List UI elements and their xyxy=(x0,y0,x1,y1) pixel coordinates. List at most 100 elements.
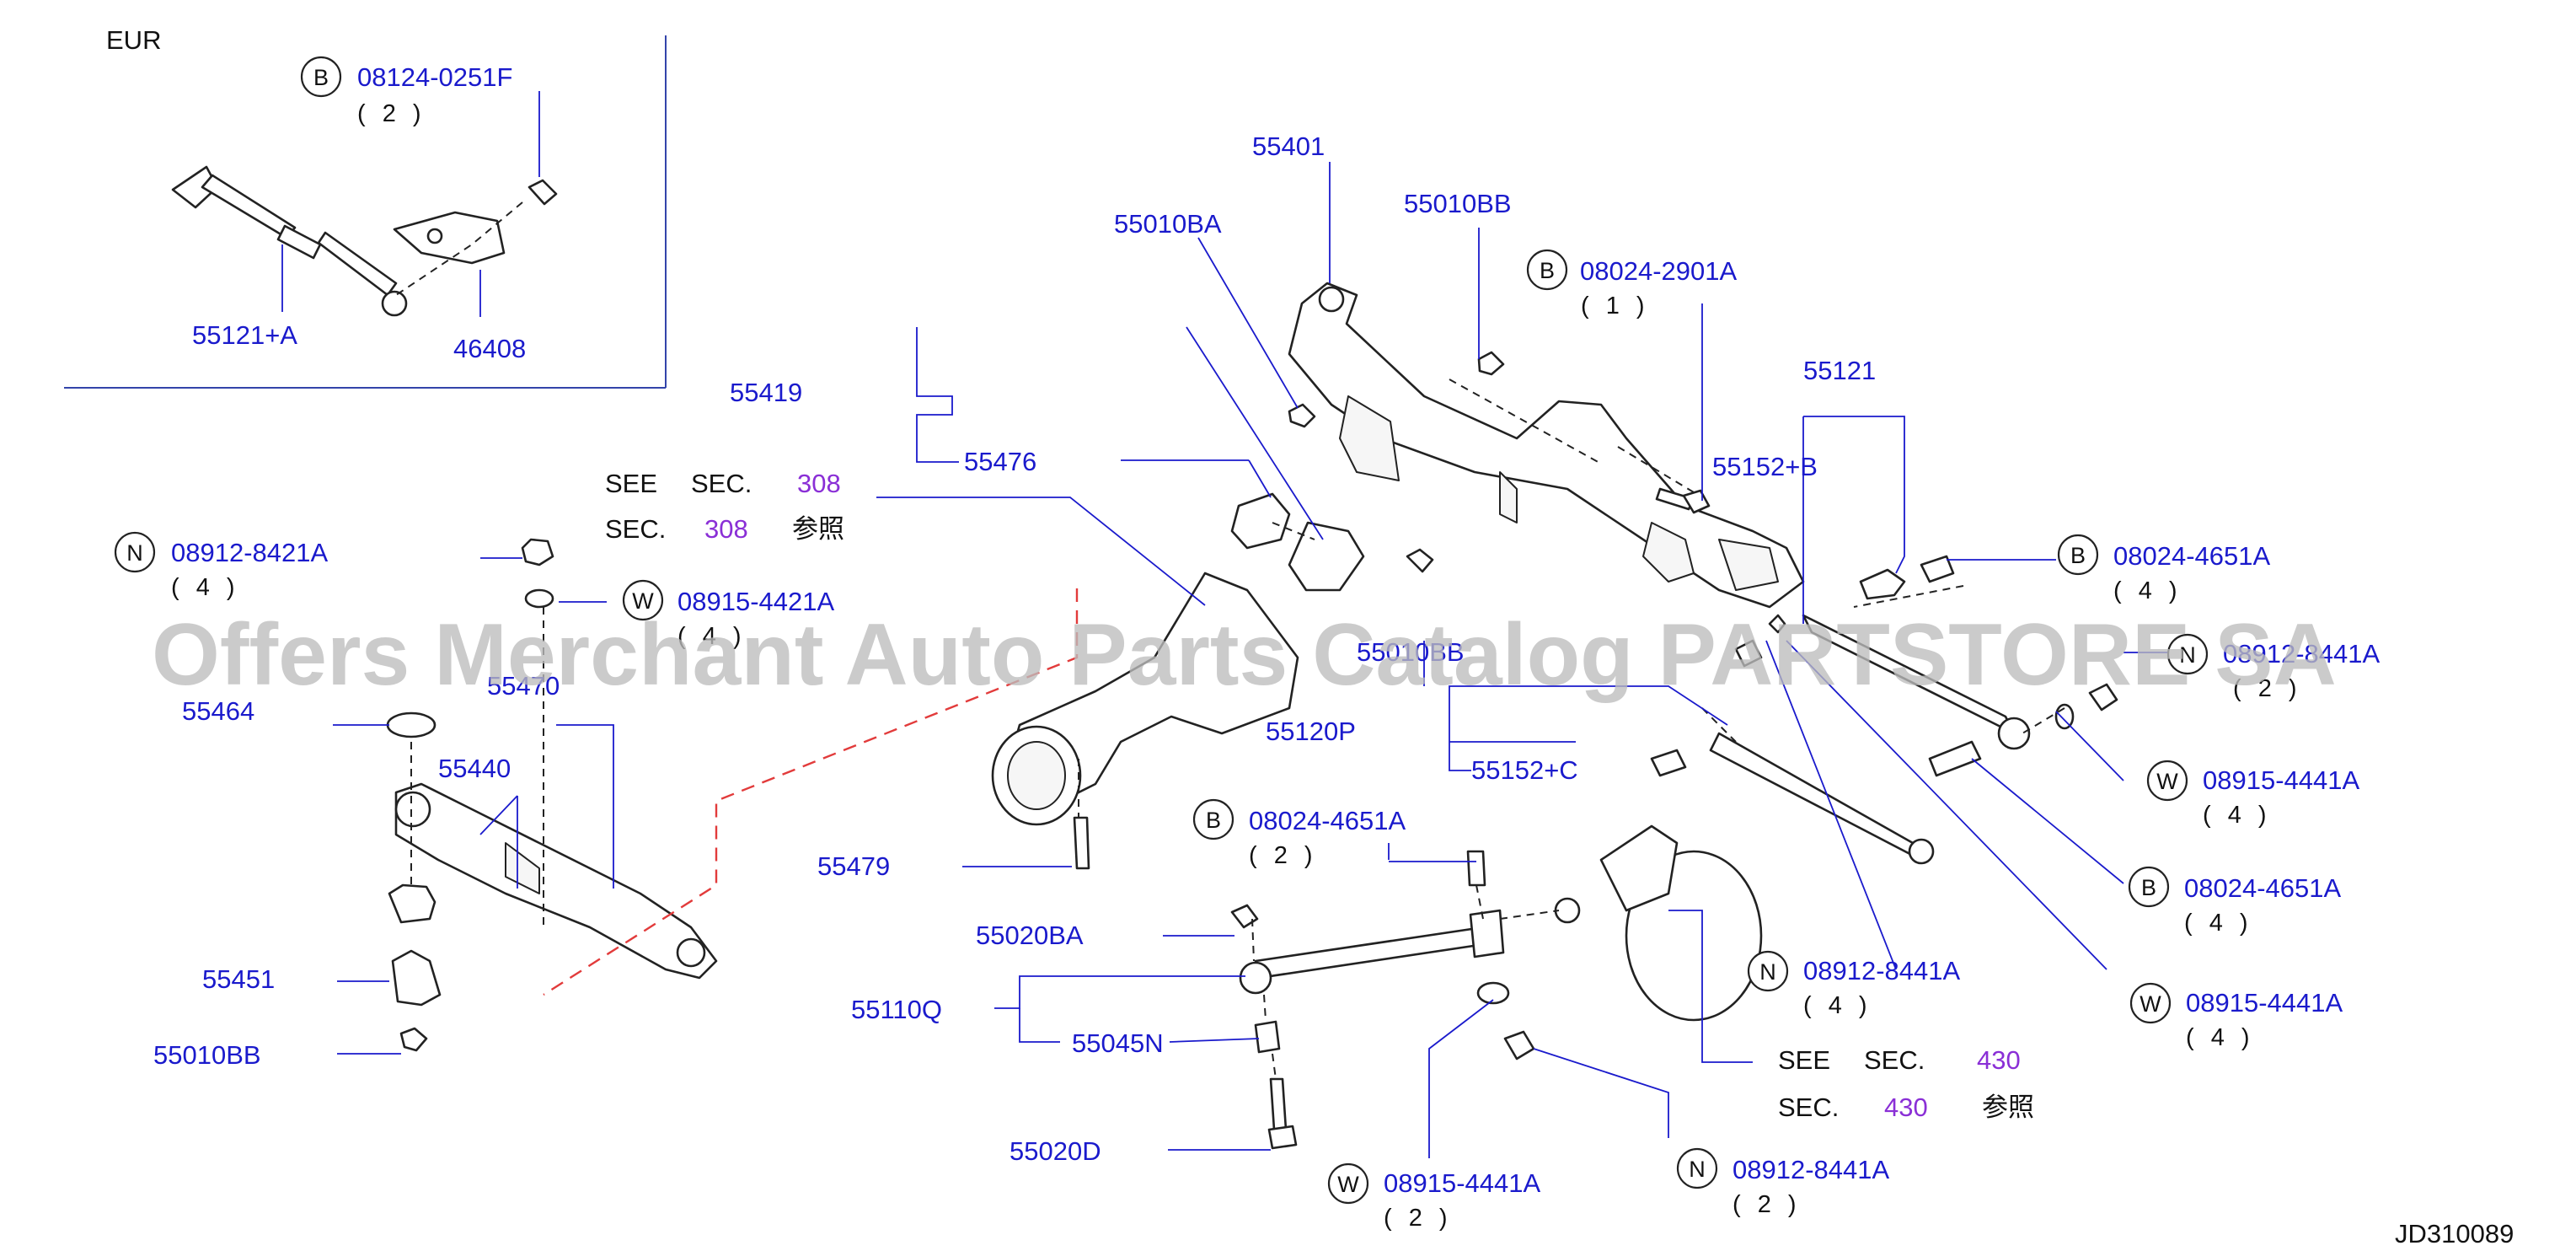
see-sec-430: SEE SEC. 430 SEC. 430 参照 xyxy=(1778,1045,2034,1122)
see-label-308: SEE xyxy=(605,469,657,498)
part-55470[interactable]: 55470 xyxy=(487,671,560,701)
badge-n-8441A-b: N xyxy=(1676,1147,1718,1189)
drawing-links xyxy=(1650,614,2031,865)
part-55045N[interactable]: 55045N xyxy=(1072,1028,1164,1058)
svg-text:W: W xyxy=(2140,991,2161,1017)
part-08912-8441A-c[interactable]: 08912-8441A xyxy=(1803,956,1960,985)
svg-text:W: W xyxy=(1337,1172,1359,1197)
inset-bolt-badge: B xyxy=(300,56,342,98)
svg-text:N: N xyxy=(126,540,143,566)
part-labels: 55401 55010BA 55010BB B 08024-2901A ( 1 … xyxy=(114,132,2514,1248)
part-08024-2901A[interactable]: 08024-2901A xyxy=(1580,256,1737,286)
drawing-mount-insulators xyxy=(1230,492,1365,592)
badge-b-4651A-r1: B xyxy=(2057,534,2099,576)
badge-n-8421A: N xyxy=(114,531,156,573)
part-55152B[interactable]: 55152+B xyxy=(1712,452,1818,481)
part-08912-8441A-b[interactable]: 08912-8441A xyxy=(1733,1155,1889,1184)
svg-text:B: B xyxy=(2141,875,2156,900)
badge-n-8441A-r: N xyxy=(2166,633,2209,675)
part-55110Q[interactable]: 55110Q xyxy=(851,995,942,1024)
eur-inset: EUR B 08124-0251F ( 2 ) 55121+A 46408 xyxy=(64,25,667,389)
part-08024-4651A-r1[interactable]: 08024-4651A xyxy=(2113,541,2270,571)
part-55010BB-top[interactable]: 55010BB xyxy=(1404,189,1512,218)
part-55479[interactable]: 55479 xyxy=(817,851,890,881)
badge-w-4421A: W xyxy=(622,579,664,621)
qty-08915-4441A-b: ( 2 ) xyxy=(1384,1205,1453,1232)
svg-text:W: W xyxy=(2156,769,2178,794)
svg-text:N: N xyxy=(1759,959,1776,985)
sec-label-430b: SEC. xyxy=(1778,1093,1839,1122)
inset-rod-part[interactable]: 55121+A xyxy=(192,320,297,350)
part-55010BA[interactable]: 55010BA xyxy=(1114,209,1222,239)
svg-text:B: B xyxy=(313,65,329,90)
svg-text:N: N xyxy=(1689,1157,1706,1182)
badge-w-4441A-r2: W xyxy=(2129,982,2172,1024)
part-55020D[interactable]: 55020D xyxy=(1010,1136,1101,1166)
part-08915-4421A[interactable]: 08915-4421A xyxy=(677,587,834,616)
drawing-rear-suspension-member xyxy=(1288,282,1805,609)
part-55152C[interactable]: 55152+C xyxy=(1471,755,1578,785)
drawing-member-bolts xyxy=(1288,351,1711,573)
part-08915-4441A-r1[interactable]: 08915-4441A xyxy=(2203,765,2359,795)
sec-label-308b: SEC. xyxy=(605,514,666,544)
part-08915-4441A-b[interactable]: 08915-4441A xyxy=(1384,1168,1540,1198)
svg-text:N: N xyxy=(2179,642,2196,668)
svg-text:B: B xyxy=(1206,808,1221,833)
qty-08024-4651A-r1: ( 4 ) xyxy=(2113,577,2182,604)
qty-08912-8441A-b: ( 2 ) xyxy=(1733,1191,1802,1218)
svg-text:B: B xyxy=(2070,543,2086,568)
qty-08912-8441A-c: ( 4 ) xyxy=(1803,992,1872,1019)
badge-n-8441A-c: N xyxy=(1747,950,1789,992)
part-55476[interactable]: 55476 xyxy=(964,447,1036,476)
qty-08024-2901A: ( 1 ) xyxy=(1581,293,1650,319)
part-08912-8441A-r[interactable]: 08912-8441A xyxy=(2223,639,2380,668)
drawing-knuckle xyxy=(1499,824,1763,1022)
qty-08915-4421A: ( 4 ) xyxy=(677,623,747,650)
part-55401[interactable]: 55401 xyxy=(1252,132,1325,161)
part-55464[interactable]: 55464 xyxy=(182,696,254,726)
part-55419[interactable]: 55419 xyxy=(730,378,802,407)
inset-bracket-part[interactable]: 46408 xyxy=(453,334,526,363)
part-55120P[interactable]: 55120P xyxy=(1266,717,1356,746)
part-55440[interactable]: 55440 xyxy=(438,754,511,783)
qty-08915-4441A-r1: ( 4 ) xyxy=(2203,802,2272,829)
inset-bolt-part[interactable]: 08124-0251F xyxy=(357,62,512,92)
sec-430-link-b[interactable]: 430 xyxy=(1884,1093,1928,1122)
badge-w-4441A-b: W xyxy=(1327,1162,1369,1205)
part-55010BB-bot[interactable]: 55010BB xyxy=(153,1040,261,1070)
part-08915-4441A-r2[interactable]: 08915-4441A xyxy=(2186,988,2343,1017)
part-55451[interactable]: 55451 xyxy=(202,964,275,994)
qty-08024-4651A-mid: ( 2 ) xyxy=(1249,842,1318,869)
svg-text:W: W xyxy=(632,588,654,614)
drawing-right-hardware xyxy=(1853,555,2118,777)
leader-lines xyxy=(333,162,2208,1158)
reference-outline xyxy=(543,588,1079,996)
svg-text:B: B xyxy=(1540,258,1555,283)
badge-w-4441A-r1: W xyxy=(2146,760,2188,802)
part-08912-8421A[interactable]: 08912-8421A xyxy=(171,538,328,567)
sec-430-link-a[interactable]: 430 xyxy=(1977,1045,2021,1075)
ref-suffix-308: 参照 xyxy=(792,514,844,544)
qty-08915-4441A-r2: ( 4 ) xyxy=(2186,1024,2255,1051)
drawing-axle-housing xyxy=(991,572,1299,870)
drawing-lower-link xyxy=(1230,850,1535,1150)
sec-308-link-b[interactable]: 308 xyxy=(704,514,748,544)
badge-b-2901A: B xyxy=(1526,249,1568,291)
part-08024-4651A-mid[interactable]: 08024-4651A xyxy=(1249,806,1406,835)
ref-suffix-430: 参照 xyxy=(1982,1093,2034,1122)
part-55010BB-mid[interactable]: 55010BB xyxy=(1357,637,1465,667)
see-label-430: SEE xyxy=(1778,1045,1830,1075)
badge-b-4651A-r2: B xyxy=(2128,866,2170,908)
qty-08024-4651A-r2: ( 4 ) xyxy=(2184,910,2253,937)
part-55020BA[interactable]: 55020BA xyxy=(976,921,1084,950)
sec-308-link-a[interactable]: 308 xyxy=(797,469,841,498)
inset-label: EUR xyxy=(106,25,161,55)
inset-rod-drawing xyxy=(171,165,558,317)
part-08024-4651A-r2[interactable]: 08024-4651A xyxy=(2184,873,2341,903)
qty-08912-8421A: ( 4 ) xyxy=(171,574,240,601)
part-55121[interactable]: 55121 xyxy=(1803,356,1876,385)
badge-b-4651A-mid: B xyxy=(1192,798,1234,840)
drawing-lower-arm xyxy=(386,538,718,1052)
diagram-code: JD310089 xyxy=(2395,1219,2514,1248)
see-sec-308: SEE SEC. 308 SEC. 308 参照 xyxy=(605,469,844,544)
